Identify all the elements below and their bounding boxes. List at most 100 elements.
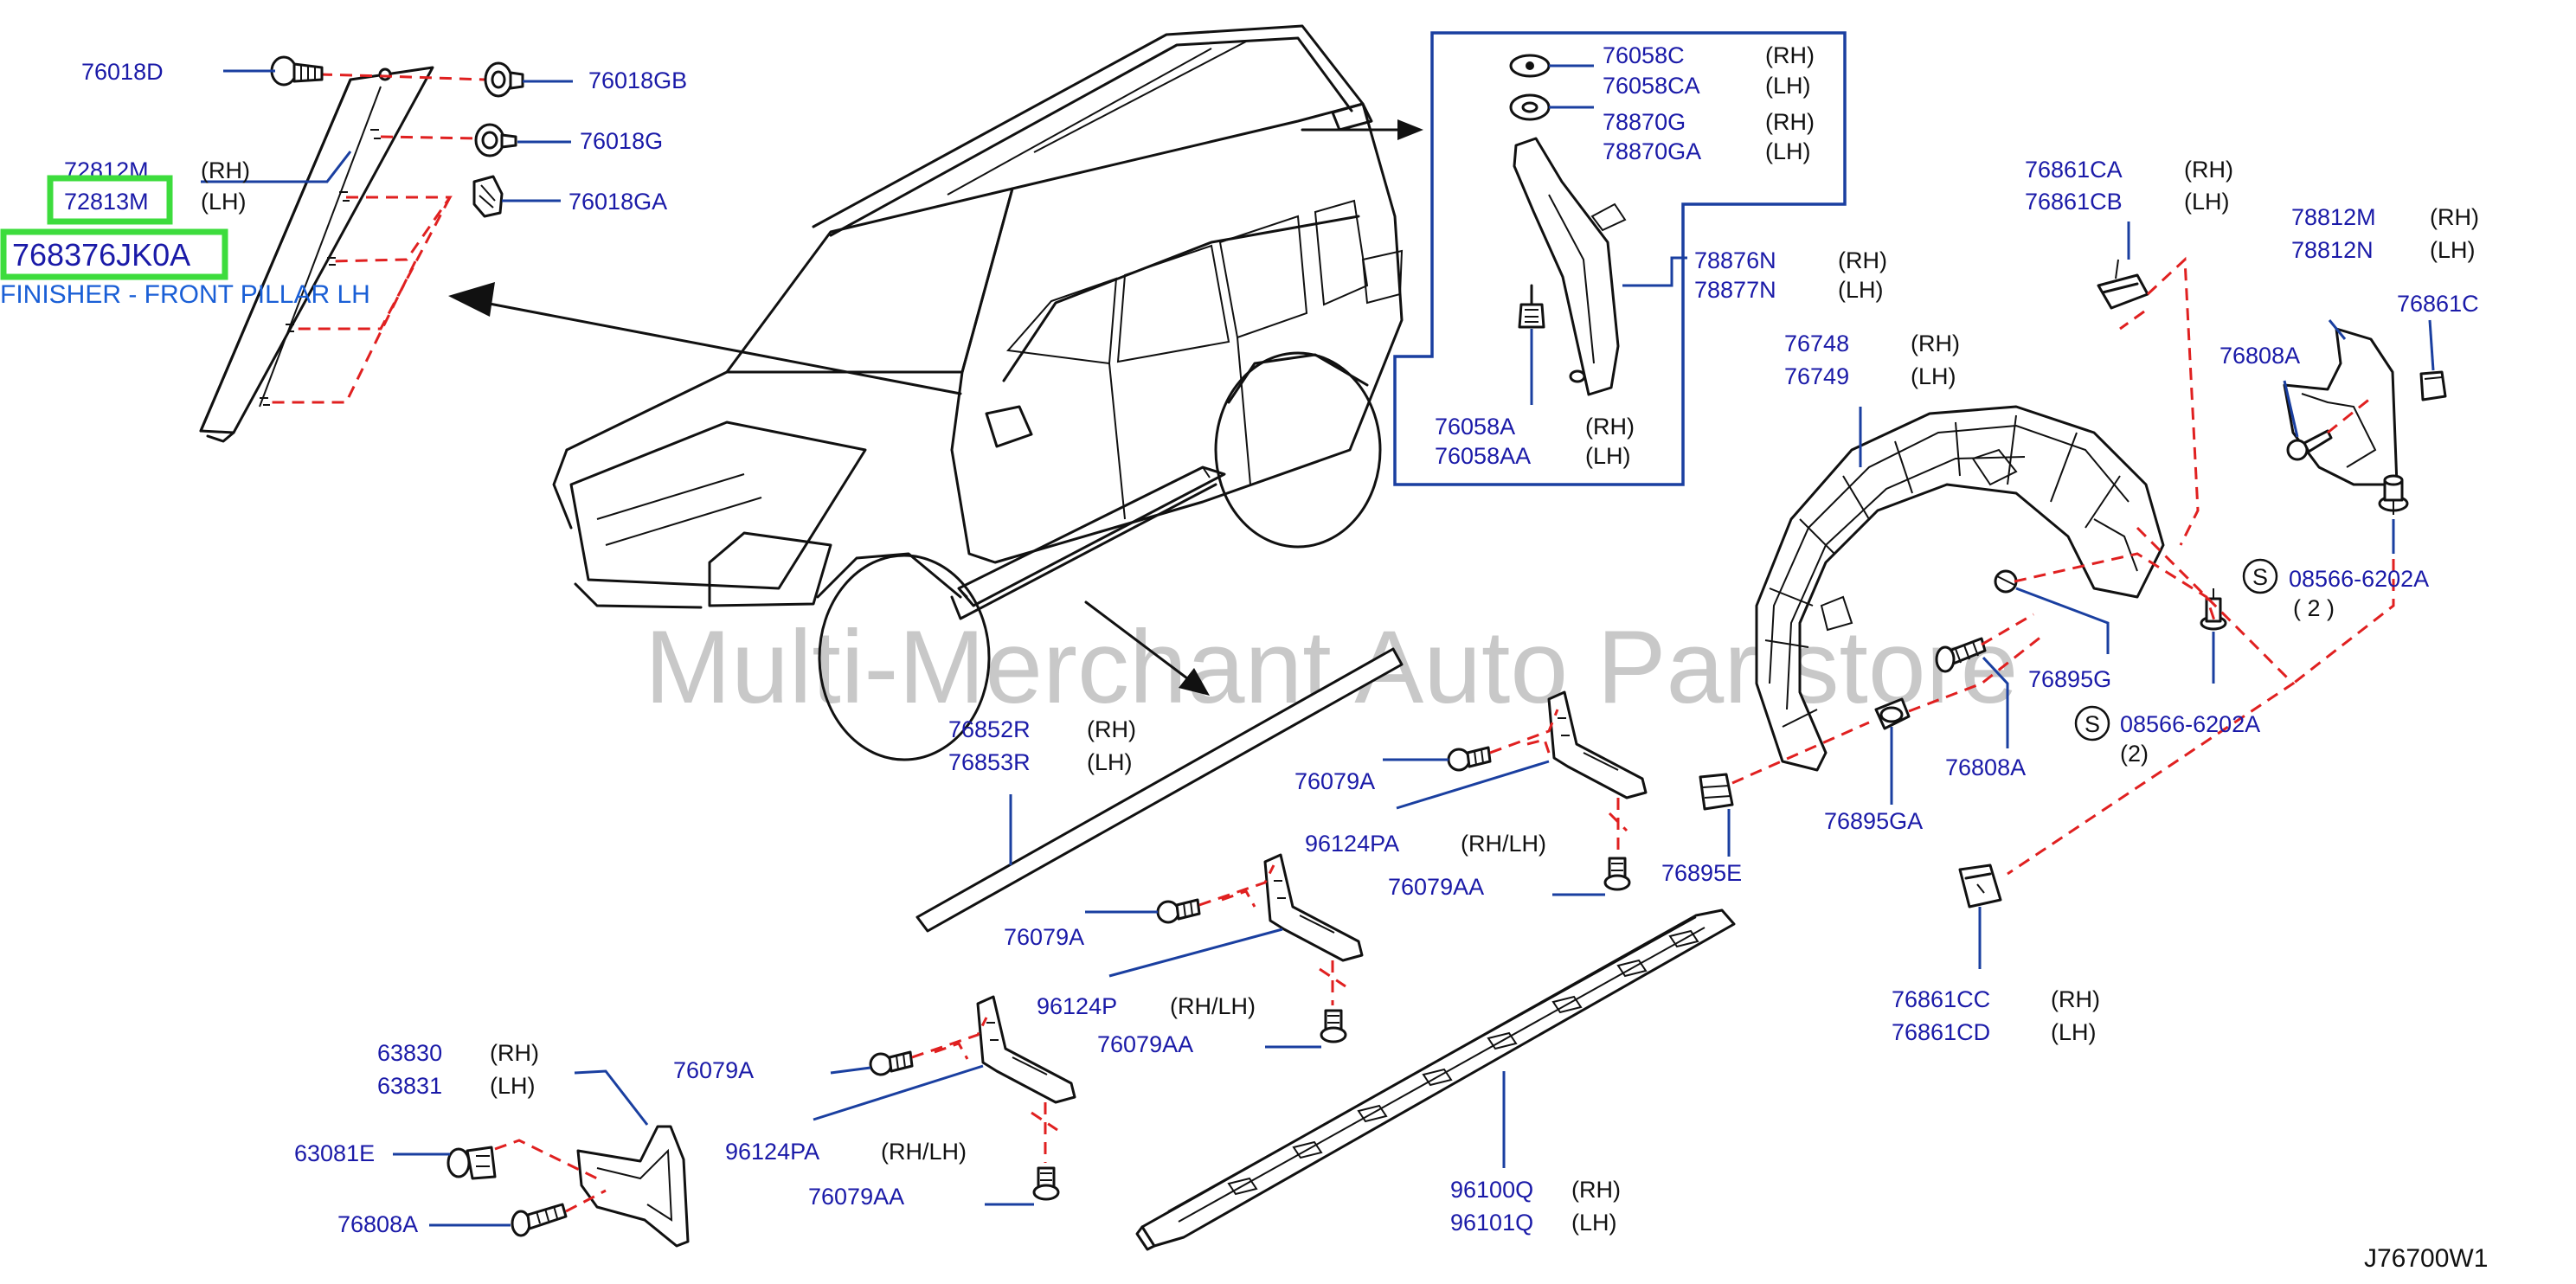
bolt-08566-lower — [2200, 588, 2227, 631]
label-78812M[interactable]: 78812M — [2291, 204, 2376, 230]
label-76861C[interactable]: 76861C — [2397, 291, 2479, 317]
label-76861CA[interactable]: 76861CA — [2025, 157, 2123, 183]
side-96100Q: (RH) — [1571, 1177, 1621, 1203]
bolt-76079AA-1 — [1603, 857, 1631, 891]
label-76058C[interactable]: 76058C — [1603, 42, 1685, 68]
side-72813M: (LH) — [201, 189, 247, 215]
clip-76018GB — [484, 61, 524, 98]
side-76861CD: (LH) — [2051, 1019, 2097, 1045]
label-76058A[interactable]: 76058A — [1435, 414, 1515, 440]
screw-76808A-bottom — [511, 1203, 568, 1237]
bolt-76079A-2 — [1156, 898, 1201, 924]
label-08566-6202A-top[interactable]: 08566-6202A — [2289, 566, 2429, 592]
side-63830: (RH) — [490, 1040, 539, 1066]
label-96124PA-2[interactable]: 96124PA — [725, 1139, 819, 1165]
label-72813M[interactable]: 72813M — [64, 189, 149, 215]
step-bracket-1-dashes — [1489, 709, 1628, 852]
front-mud-flap-drawing — [576, 1125, 690, 1248]
selected-part-number[interactable]: 768376JK0A — [12, 237, 190, 273]
label-78870GA[interactable]: 78870GA — [1603, 138, 1701, 164]
step-bracket-2-drawing — [1263, 853, 1364, 962]
qty-08566-6202A-lower: (2) — [2120, 741, 2149, 767]
wheel-house-protector-drawing — [1755, 405, 2165, 772]
side-96101Q: (LH) — [1571, 1210, 1617, 1236]
s-symbol-circle-top — [2242, 558, 2278, 594]
label-76808A-top[interactable]: 76808A — [2219, 343, 2300, 369]
leaders-mud-flap — [393, 1069, 649, 1227]
leaders-wheelhouse — [1727, 221, 2435, 969]
front-pillar-finisher-drawing — [199, 66, 434, 443]
pointer-arrows — [448, 119, 1423, 696]
label-96124PA-1[interactable]: 96124PA — [1305, 831, 1399, 857]
side-76058CA: (LH) — [1765, 73, 1811, 99]
label-76079A-2[interactable]: 76079A — [1004, 924, 1084, 950]
label-76895G[interactable]: 76895G — [2028, 666, 2111, 692]
running-board-drawing — [1135, 908, 1736, 1251]
watermark: Multi-Merchant Auto Partstore — [645, 609, 2018, 725]
label-76748[interactable]: 76748 — [1784, 331, 1849, 356]
label-76018GB[interactable]: 76018GB — [588, 67, 687, 93]
label-76018GA[interactable]: 76018GA — [569, 189, 667, 215]
label-76861CC[interactable]: 76861CC — [1892, 986, 1990, 1012]
label-76058CA[interactable]: 76058CA — [1603, 73, 1700, 99]
s-symbol-lower: S — [2085, 711, 2100, 737]
label-76861CB[interactable]: 76861CB — [2025, 189, 2123, 215]
label-96101Q[interactable]: 96101Q — [1450, 1210, 1533, 1236]
step-bracket-3-drawing — [976, 995, 1076, 1104]
side-76861CB: (LH) — [2184, 189, 2230, 215]
bolt-76079AA-3 — [1032, 1166, 1060, 1201]
body-side-molding-drawing — [915, 647, 1404, 933]
label-76058AA[interactable]: 76058AA — [1435, 443, 1531, 469]
s-symbol-top: S — [2252, 564, 2268, 590]
label-76079A-3[interactable]: 76079A — [673, 1057, 754, 1083]
screw-76808A-mid — [1935, 637, 1987, 673]
side-63831: (LH) — [490, 1073, 536, 1099]
diagram-reference-code: J76700W1 — [2364, 1244, 2488, 1273]
label-76853R[interactable]: 76853R — [948, 749, 1031, 775]
inset-box-roof-bracket — [1393, 31, 1847, 486]
highlight-box-selected-part — [0, 228, 228, 280]
label-96100Q[interactable]: 96100Q — [1450, 1177, 1533, 1203]
label-76749[interactable]: 76749 — [1784, 363, 1849, 389]
side-76853R: (LH) — [1087, 749, 1133, 775]
label-63830[interactable]: 63830 — [377, 1040, 442, 1066]
label-96124P[interactable]: 96124P — [1037, 993, 1117, 1019]
label-76852R[interactable]: 76852R — [948, 716, 1031, 742]
label-76079A-1[interactable]: 76079A — [1294, 768, 1375, 794]
leaders-step-brackets — [813, 758, 1605, 1206]
label-76895GA[interactable]: 76895GA — [1824, 808, 1923, 834]
label-63081E[interactable]: 63081E — [294, 1140, 375, 1166]
label-76895E[interactable]: 76895E — [1661, 860, 1742, 886]
mud-flap-dashes — [494, 1139, 607, 1213]
bolt-76808A-top — [2286, 429, 2333, 461]
side-76861CC: (RH) — [2051, 986, 2100, 1012]
side-76058C: (RH) — [1765, 42, 1815, 68]
step-bracket-2-dashes — [1198, 864, 1346, 1005]
clip-76861CA — [2097, 259, 2149, 310]
side-96124PA-1: (RH/LH) — [1461, 831, 1546, 857]
label-76861CD[interactable]: 76861CD — [1892, 1019, 1990, 1045]
label-78877N[interactable]: 78877N — [1694, 277, 1776, 303]
label-76018D[interactable]: 76018D — [81, 59, 164, 85]
clip-63081E — [446, 1146, 497, 1180]
label-76079AA-3[interactable]: 76079AA — [808, 1184, 904, 1210]
bolt-76079AA-2 — [1320, 1009, 1347, 1043]
selected-part-caption: FINISHER - FRONT PILLAR LH — [0, 280, 370, 309]
label-76079AA-1[interactable]: 76079AA — [1388, 874, 1484, 900]
label-76808A-bottom[interactable]: 76808A — [337, 1211, 418, 1237]
highlight-box-72813M — [47, 175, 173, 225]
side-76058AA: (LH) — [1585, 443, 1631, 469]
label-78812N[interactable]: 78812N — [2291, 237, 2374, 263]
label-08566-6202A-lower[interactable]: 08566-6202A — [2120, 711, 2260, 737]
bolt-76079A-1 — [1447, 746, 1492, 772]
side-76749: (LH) — [1911, 363, 1956, 389]
label-63831[interactable]: 63831 — [377, 1073, 442, 1099]
side-78876N: (RH) — [1838, 247, 1887, 273]
label-76079AA-2[interactable]: 76079AA — [1097, 1031, 1193, 1057]
label-78870G[interactable]: 78870G — [1603, 109, 1686, 135]
label-76808A-mid[interactable]: 76808A — [1945, 754, 2026, 780]
side-76748: (RH) — [1911, 331, 1960, 356]
label-78876N[interactable]: 78876N — [1694, 247, 1776, 273]
label-76018G[interactable]: 76018G — [580, 128, 663, 154]
